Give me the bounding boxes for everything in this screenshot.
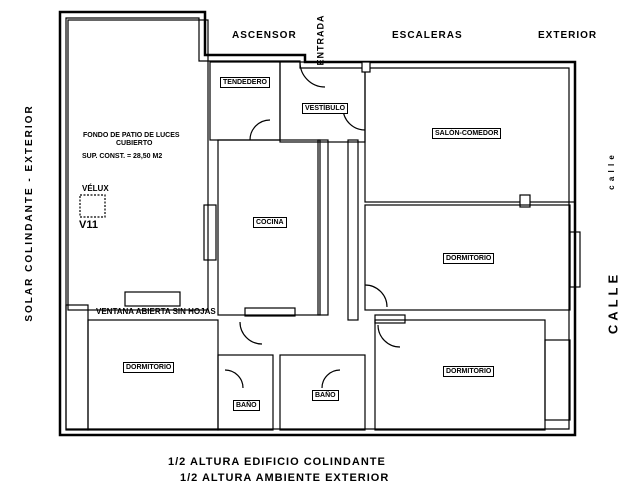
room-salon: SALÓN-COMEDOR: [432, 128, 502, 139]
room-dorm-right: DORMITORIO: [443, 253, 495, 264]
label-bottom-2: 1/2 ALTURA AMBIENTE EXTERIOR: [180, 472, 390, 484]
column-salon-1: [361, 61, 371, 73]
skylight-label: VÉLUX: [82, 184, 109, 193]
label-calle-small: c a l l e: [607, 154, 616, 190]
label-exterior: EXTERIOR: [538, 30, 598, 41]
wall-bano-2: [279, 354, 366, 431]
room-vestibulo: VESTÍBULO: [302, 103, 349, 114]
counter-bottom: [374, 314, 406, 324]
patio-title-2: CUBIERTO: [116, 140, 153, 147]
wall-tendedero: [209, 61, 281, 141]
label-calle: CALLE: [605, 270, 621, 335]
room-bano-1: BAÑO: [233, 400, 260, 411]
patio-title-1: FONDO DE PATIO DE LUCES: [83, 132, 180, 139]
wall-left-strip: [65, 304, 89, 431]
door-arc: [377, 324, 401, 348]
label-ascensor: ASCENSOR: [232, 30, 297, 41]
label-bottom-1: 1/2 ALTURA EDIFICIO COLINDANTE: [168, 456, 386, 468]
door-arc: [321, 369, 341, 389]
wall-salon: [364, 61, 576, 203]
window-note: VENTANA ABIERTA SIN HOJAS: [96, 307, 216, 316]
column-salon-2: [519, 194, 531, 208]
label-left-edge: SOLAR COLINDANTE - EXTERIOR: [24, 104, 35, 322]
window-dorm-bottom: [544, 339, 571, 421]
room-dorm-left: DORMITORIO: [123, 362, 175, 373]
wall-vestibulo: [279, 61, 366, 143]
skylight-code: V11: [79, 219, 98, 231]
counter-cocina: [244, 307, 296, 317]
corridor-col-a: [317, 139, 329, 316]
room-tendedero: TENDEDERO: [220, 77, 270, 88]
label-escaleras: ESCALERAS: [392, 30, 463, 41]
room-dorm-bottom: DORMITORIO: [443, 366, 495, 377]
window-cocina: [203, 204, 217, 261]
corridor-col-b: [347, 139, 359, 321]
door-arc: [224, 369, 244, 389]
label-entrada: ENTRADA: [315, 14, 326, 66]
wall-bano-1: [217, 354, 274, 431]
skylight-box: [79, 194, 106, 218]
room-bano-2: BAÑO: [312, 390, 339, 401]
patio-window: [124, 291, 181, 307]
door-arc: [249, 119, 271, 141]
room-cocina: COCINA: [253, 217, 287, 228]
window-dorm-right: [569, 231, 581, 288]
door-arc: [239, 321, 263, 345]
outer-wall-inner: [65, 17, 570, 430]
wall-cocina: [217, 139, 321, 316]
door-arc: [364, 284, 388, 308]
patio-area: SUP. CONST. = 28,50 M2: [82, 153, 163, 160]
patio-area: [67, 19, 209, 311]
wall-dorm-left: [87, 319, 219, 431]
door-arc: [299, 61, 326, 88]
